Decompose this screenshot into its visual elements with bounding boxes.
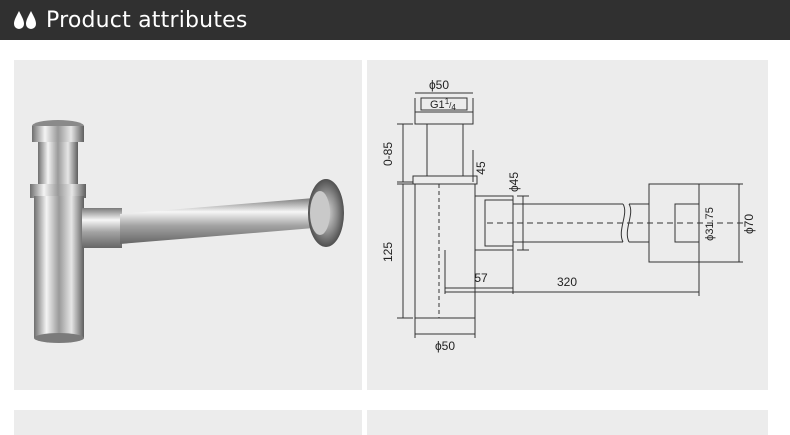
dim-45: 45 — [474, 161, 488, 175]
dim-320: 320 — [557, 275, 577, 289]
bottle-trap-photo — [30, 120, 344, 343]
dim-57: 57 — [474, 271, 488, 285]
dim-height-adjust: 0-85 — [381, 142, 395, 166]
dim-top-diameter: ϕ50 — [429, 78, 449, 92]
dim-thread: G11/4 — [430, 97, 456, 112]
technical-drawing-panel: ϕ50 G11/4 0-85 45 ϕ45 ϕ — [367, 60, 768, 390]
lower-photo-panel — [14, 410, 362, 435]
dim-phi3175: ϕ31.75 — [704, 207, 716, 241]
dim-phi70: ϕ70 — [742, 214, 756, 234]
dim-phi45: ϕ45 — [507, 172, 521, 192]
section-header: Product attributes — [0, 0, 790, 40]
dim-bottom-diameter: ϕ50 — [435, 339, 455, 353]
product-photo-panel — [14, 60, 362, 390]
lower-drawing-panel — [367, 410, 768, 435]
section-title: Product attributes — [46, 7, 248, 33]
dim-125: 125 — [381, 242, 395, 262]
dimension-drawing: ϕ50 G11/4 0-85 45 ϕ45 ϕ — [381, 78, 756, 353]
water-drops-icon — [14, 11, 36, 29]
